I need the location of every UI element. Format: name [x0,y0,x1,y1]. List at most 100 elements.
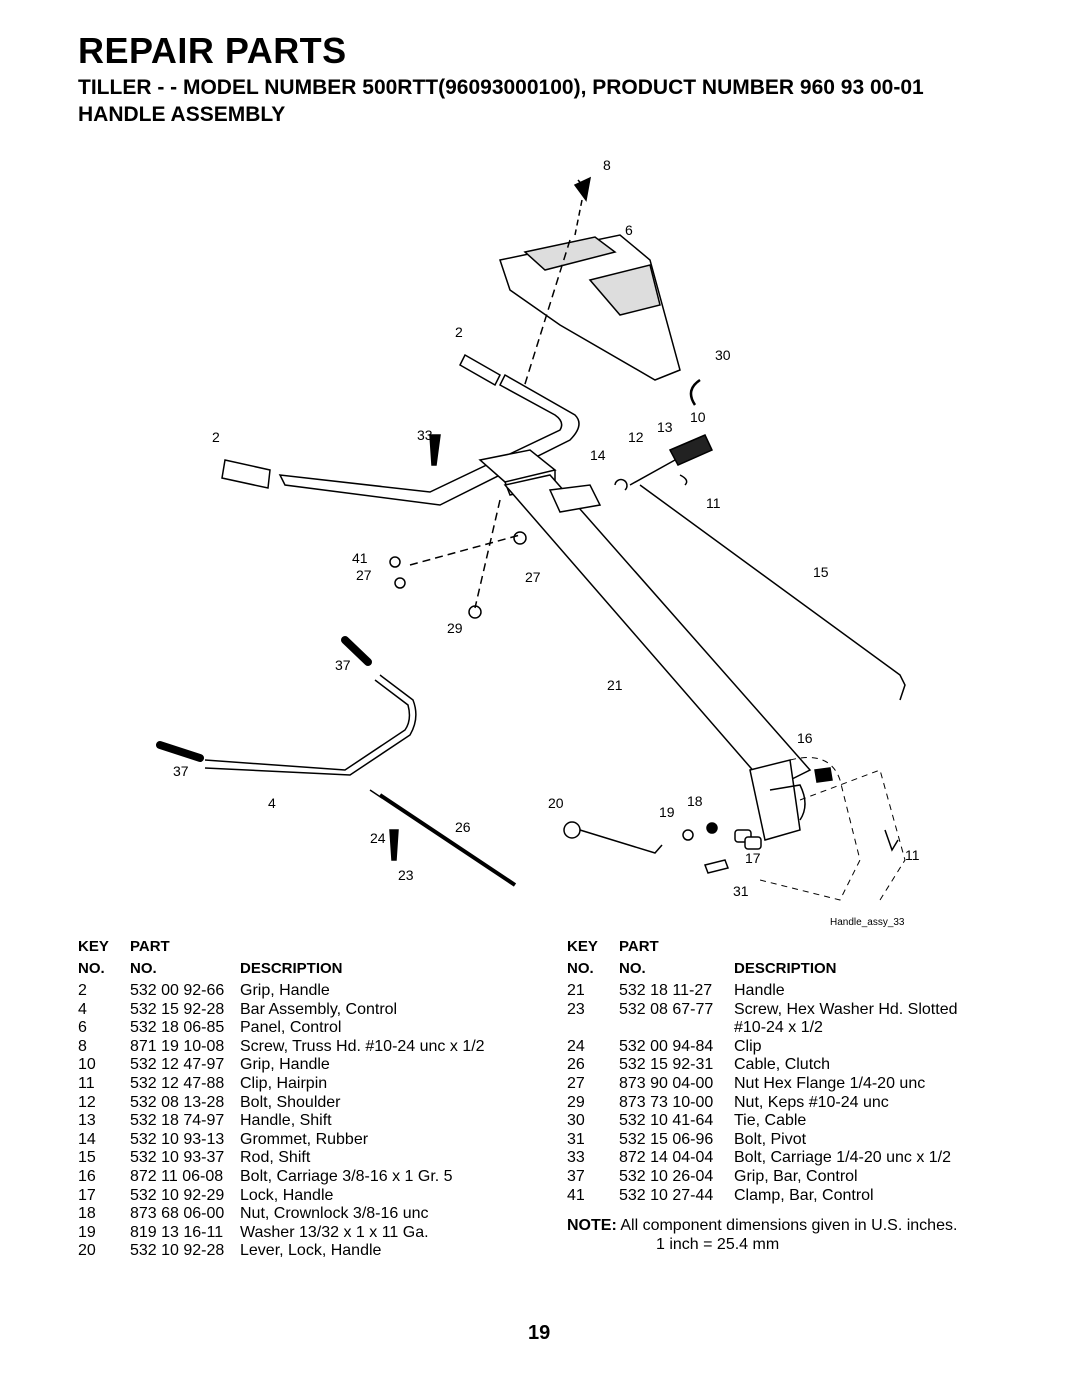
description: Bar Assembly, Control [240,1000,398,1018]
part-no: 532 18 06-85 [130,1019,225,1037]
key-no: 20 [78,1242,96,1260]
header-part: PART [130,938,170,955]
key-no: 6 [78,1019,87,1037]
header-key: KEY [78,938,109,955]
table-row: 8 871 19 10-08 Screw, Truss Hd. #10-24 unc… [78,1038,518,1057]
key-no: 16 [78,1167,96,1185]
part-no: 532 18 11-27 [619,982,713,999]
description: Bolt, Carriage 3/8-16 x 1 Gr. 5 [240,1167,453,1185]
key-no: 18 [78,1205,96,1223]
description: Bolt, Pivot [734,1130,807,1148]
key-no: 21 [567,982,585,999]
callout-37: 37 [335,657,351,673]
part-no: 532 15 92-28 [130,1000,225,1018]
key-no: 19 [78,1223,96,1241]
part-no: 532 00 92-66 [130,982,225,999]
part-no: 532 10 26-04 [619,1167,714,1185]
part-no: 532 10 41-64 [619,1112,714,1130]
key-no: 41 [567,1186,585,1204]
callout-41: 41 [352,550,368,566]
part-no: 532 18 74-97 [130,1112,225,1130]
callout-11: 11 [706,495,721,511]
callout-26: 26 [455,819,471,835]
description: Grommet, Rubber [240,1130,369,1148]
key-no: 8 [78,1037,87,1055]
header-description: DESCRIPTION [734,960,837,977]
callout-12: 12 [628,429,644,445]
callout-8: 8 [603,157,611,173]
description: Rod, Shift [240,1149,311,1167]
description: Tie, Cable [734,1112,807,1130]
model-subtitle: TILLER - - MODEL NUMBER 500RTT(960930001… [78,76,924,99]
callout-6: 6 [625,222,633,238]
part-no: 532 12 47-97 [130,1056,225,1074]
table-row: 26 532 15 92-31 Cable, Clutch [567,1056,1017,1075]
part-no: 819 13 16-11 [130,1223,224,1241]
part-no: 532 12 47-88 [130,1074,225,1092]
part-no: 873 68 06-00 [130,1205,225,1223]
part-no: 873 73 10-00 [619,1093,714,1111]
key-no: 26 [567,1056,585,1074]
callout-23: 23 [398,867,414,883]
header-key: KEY [567,938,598,955]
description: Washer 13/32 x 1 x 11 Ga. [240,1223,429,1241]
callout-2b: 2 [212,429,220,445]
callout-2: 2 [455,324,463,340]
callout-15: 15 [813,564,829,580]
callout-19: 19 [659,804,675,820]
key-no: 15 [78,1149,96,1167]
description: Handle [734,982,785,999]
table-row: 15 532 10 93-37 Rod, Shift [78,1149,518,1168]
page-title: REPAIR PARTS [78,30,347,71]
callout-31: 31 [733,883,749,899]
key-no: 37 [567,1167,585,1185]
description: Screw, Hex Washer Hd. Slotted [734,1000,958,1018]
header-no: NO. [567,960,594,977]
key-no: 13 [78,1112,96,1130]
description: Cable, Clutch [734,1056,831,1074]
callout-33: 33 [417,427,433,443]
handle-assembly-diagram: 8 6 2 30 2 33 12 13 10 14 11 41 27 27 15… [156,157,920,928]
part-no: 873 90 04-00 [619,1074,714,1092]
part-no: 532 00 94-84 [619,1037,714,1055]
callout-20: 20 [548,795,564,811]
part-no: 532 15 92-31 [619,1056,714,1074]
figure-id: Handle_assy_33 [830,917,905,928]
description: Clip [734,1037,762,1055]
part-no: 532 08 13-28 [130,1093,225,1111]
part-no: 532 10 93-37 [130,1149,225,1167]
part-no: 532 10 27-44 [619,1186,714,1204]
part-no: 871 19 10-08 [130,1037,225,1055]
header-no: NO. [78,960,105,977]
header-no2: NO. [130,960,157,977]
header-no2: NO. [619,960,646,977]
description: Grip, Bar, Control [734,1167,858,1185]
part-no: 532 10 92-29 [130,1186,225,1204]
callout-labels: 8 6 2 30 2 33 12 13 10 14 11 41 27 27 15… [173,157,920,928]
key-no: 31 [567,1130,585,1148]
table-row: 21 532 18 11-27 Handle [567,982,1017,1001]
callout-24: 24 [370,830,386,846]
key-no: 11 [78,1074,95,1092]
key-no: 2 [78,982,87,999]
part-no: 532 10 92-28 [130,1242,225,1260]
description: Lock, Handle [240,1186,334,1204]
key-no: 27 [567,1074,585,1092]
description: Screw, Truss Hd. #10-24 unc x 1/2 [240,1037,485,1055]
description: Bolt, Shoulder [240,1093,341,1111]
table-row: 19 819 13 16-11 Washer 13/32 x 1 x 11 Ga. [78,1224,518,1243]
description: #10-24 x 1/2 [734,1019,823,1037]
